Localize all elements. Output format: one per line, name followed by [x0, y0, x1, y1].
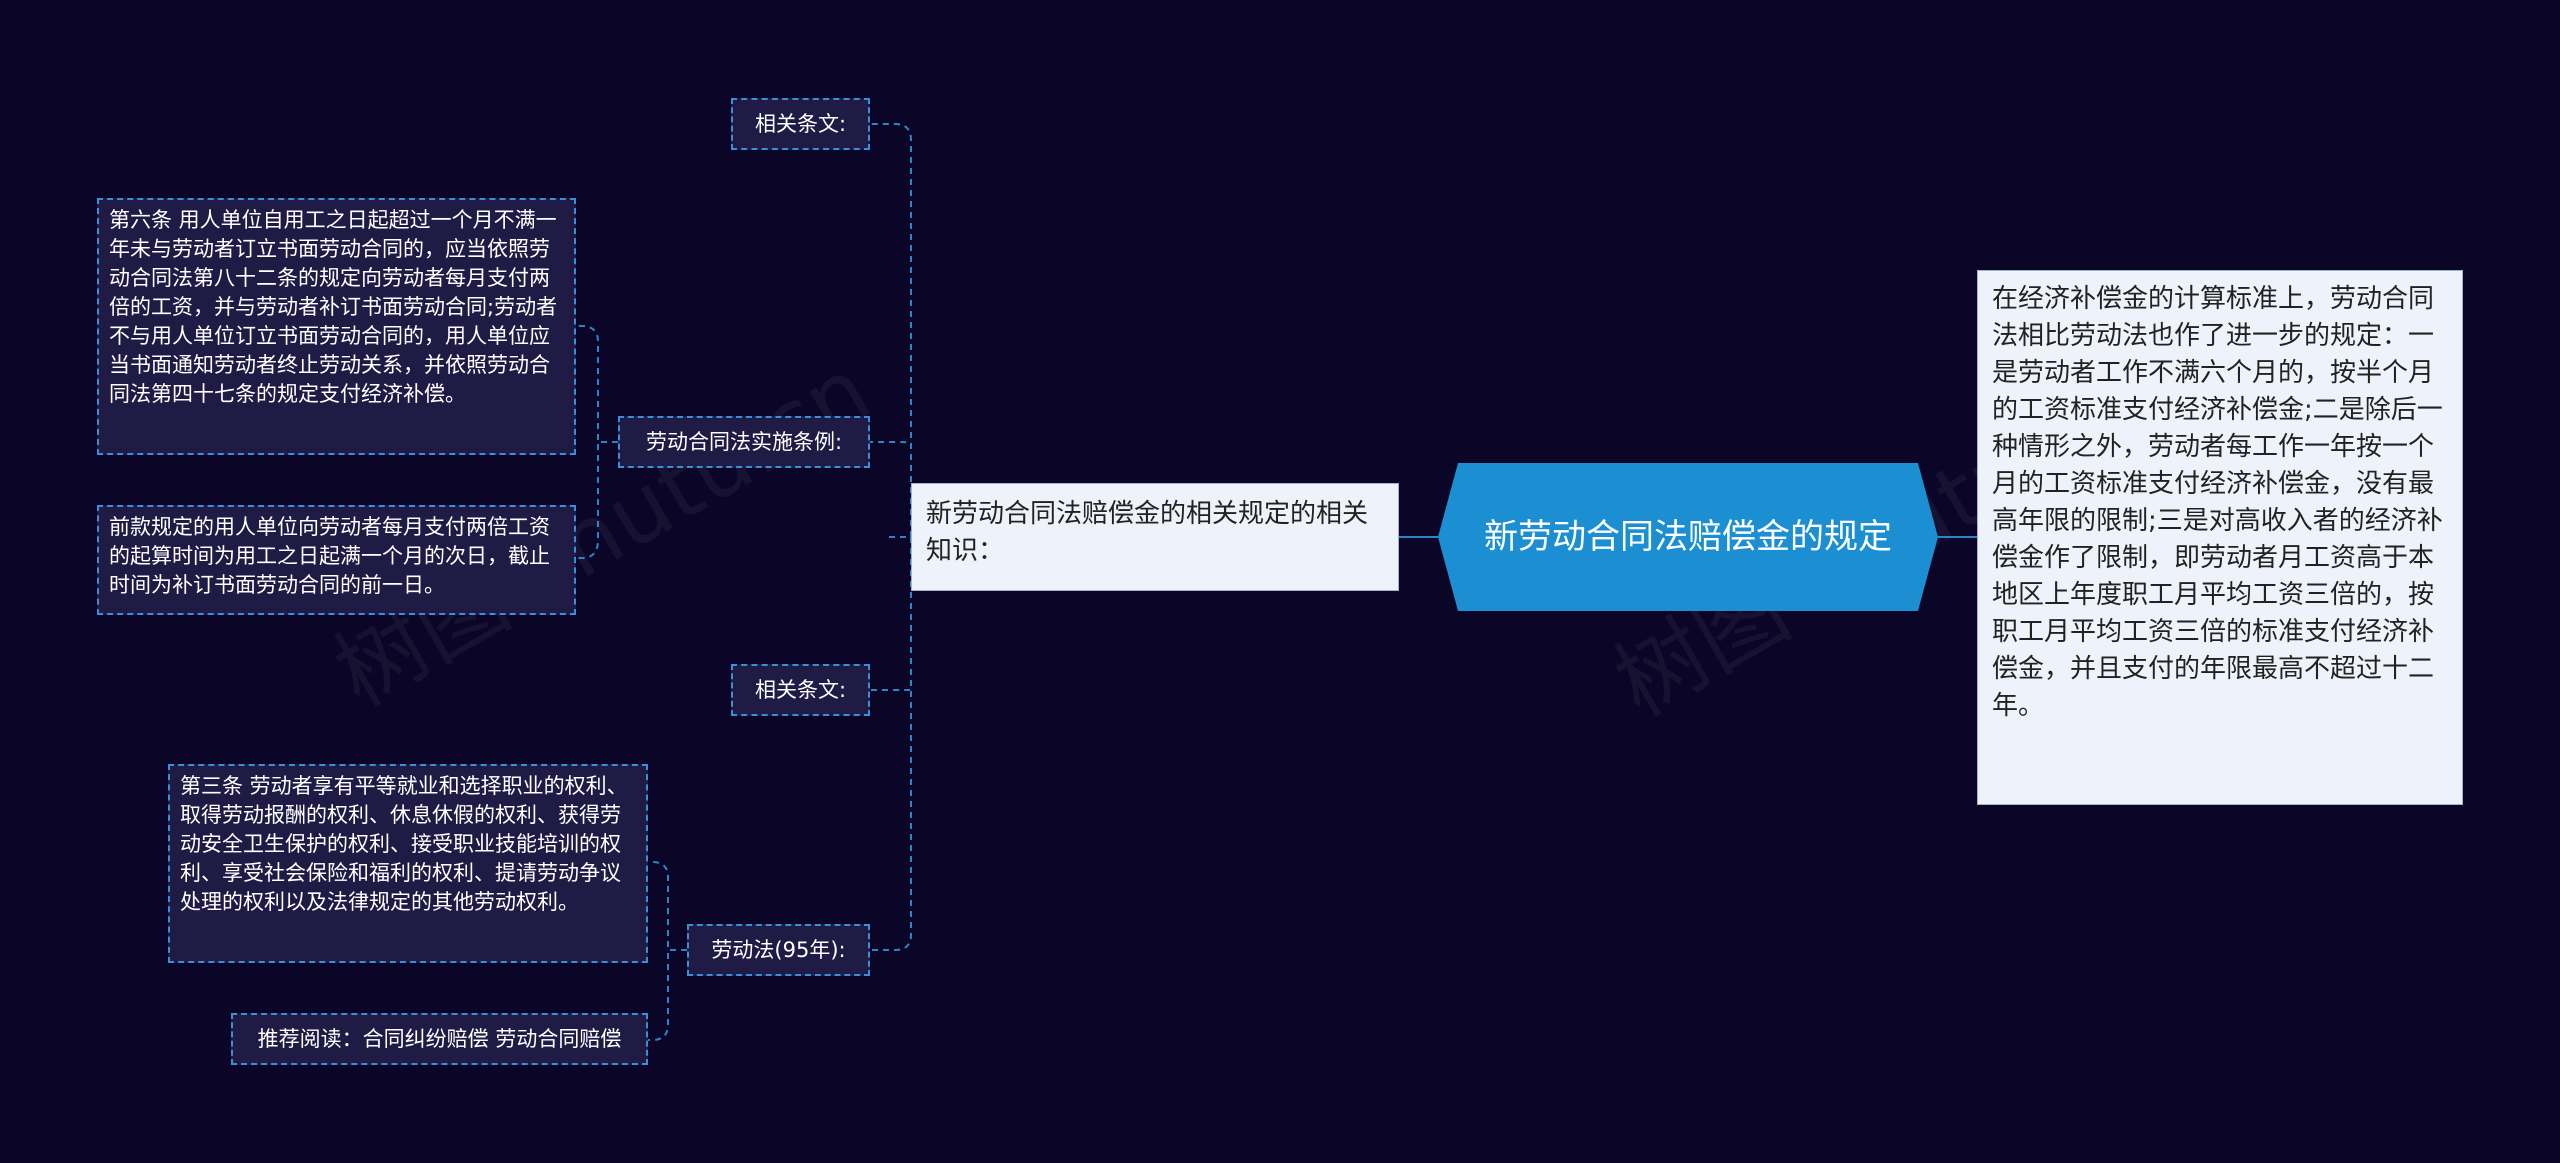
branch-related-articles-2[interactable]: 相关条文: — [731, 664, 870, 716]
root-node-label: 新劳动合同法赔偿金的规定 — [1484, 517, 1892, 557]
branch-implementing-regulations[interactable]: 劳动合同法实施条例: — [618, 416, 870, 468]
root-node[interactable] — [1438, 463, 1938, 611]
main-topic-node[interactable]: 新劳动合同法赔偿金的相关规定的相关知识： — [911, 483, 1399, 591]
leaf-double-wage-period: 前款规定的用人单位向劳动者每月支付两倍工资的起算时间为用工之日起满一个月的次日，… — [97, 505, 576, 615]
leaf-recommended-reading[interactable]: 推荐阅读：合同纠纷赔偿 劳动合同赔偿 — [231, 1013, 648, 1065]
right-note: 在经济补偿金的计算标准上，劳动合同法相比劳动法也作了进一步的规定：一是劳动者工作… — [1977, 270, 2463, 805]
leaf-article-6: 第六条 用人单位自用工之日起超过一个月不满一年未与劳动者订立书面劳动合同的，应当… — [97, 198, 576, 455]
leaf-article-3: 第三条 劳动者享有平等就业和选择职业的权利、取得劳动报酬的权利、休息休假的权利、… — [168, 764, 648, 963]
branch-related-articles-1[interactable]: 相关条文: — [731, 98, 870, 150]
branch-labor-law-1995[interactable]: 劳动法(95年): — [687, 924, 870, 976]
